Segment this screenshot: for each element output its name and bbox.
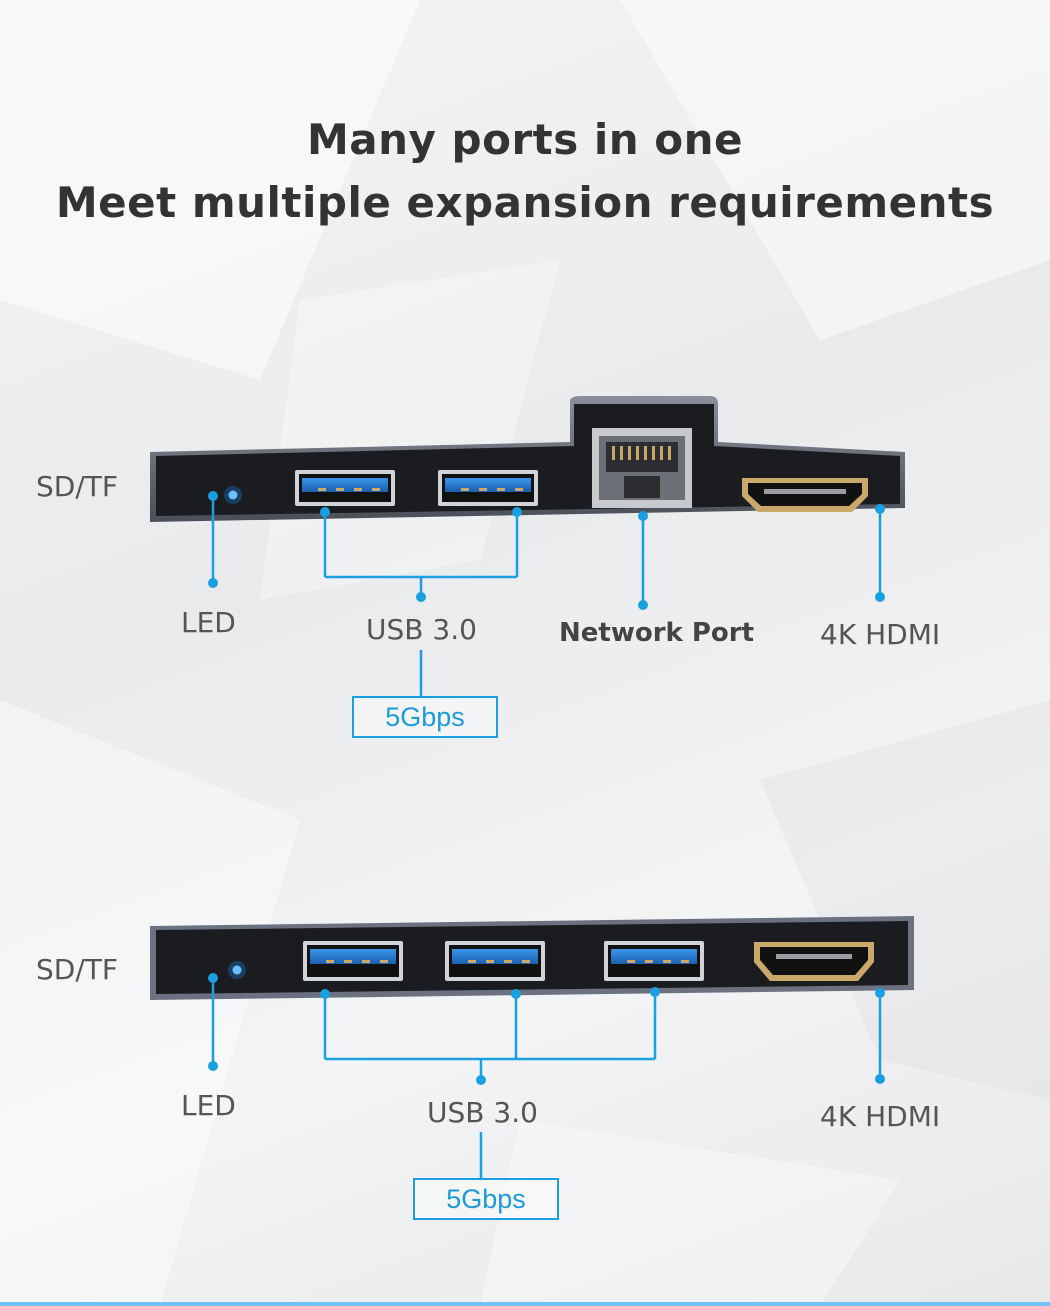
led-label-bottom: LED: [181, 1089, 236, 1122]
network-port-label: Network Port: [559, 618, 755, 648]
usb-label-top: USB 3.0: [366, 613, 477, 646]
hdmi-label-top: 4K HDMI: [820, 618, 941, 651]
usb-port-bottom-1: [303, 941, 403, 981]
hdmi-port-top: [742, 478, 868, 512]
usb-port-top-2: [438, 470, 538, 506]
heading-line-1: Many ports in one: [306, 115, 744, 164]
usb-port-top-1: [295, 470, 395, 506]
callouts-bottom: [211, 978, 882, 1178]
hdmi-label-bottom: 4K HDMI: [820, 1100, 941, 1133]
bottom-accent-bar: [0, 1302, 1050, 1306]
usb-speed-badge-bottom: 5Gbps: [413, 1178, 559, 1220]
callouts-top: [211, 496, 882, 696]
led-indicator-bottom: [228, 961, 246, 979]
usb-port-bottom-2: [445, 941, 545, 981]
ethernet-port-icon: [592, 428, 692, 508]
usb-label-bottom: USB 3.0: [427, 1096, 538, 1129]
sd-tf-label-top: SD/TF: [36, 470, 118, 503]
led-label-top: LED: [181, 606, 236, 639]
led-indicator-top: [224, 486, 242, 504]
sd-tf-label-bottom: SD/TF: [36, 953, 118, 986]
usb-port-bottom-3: [604, 941, 704, 981]
heading-line-2: Meet multiple expansion requirements: [55, 178, 995, 227]
hdmi-port-bottom: [754, 942, 874, 981]
usb-speed-badge-top: 5Gbps: [352, 696, 498, 738]
